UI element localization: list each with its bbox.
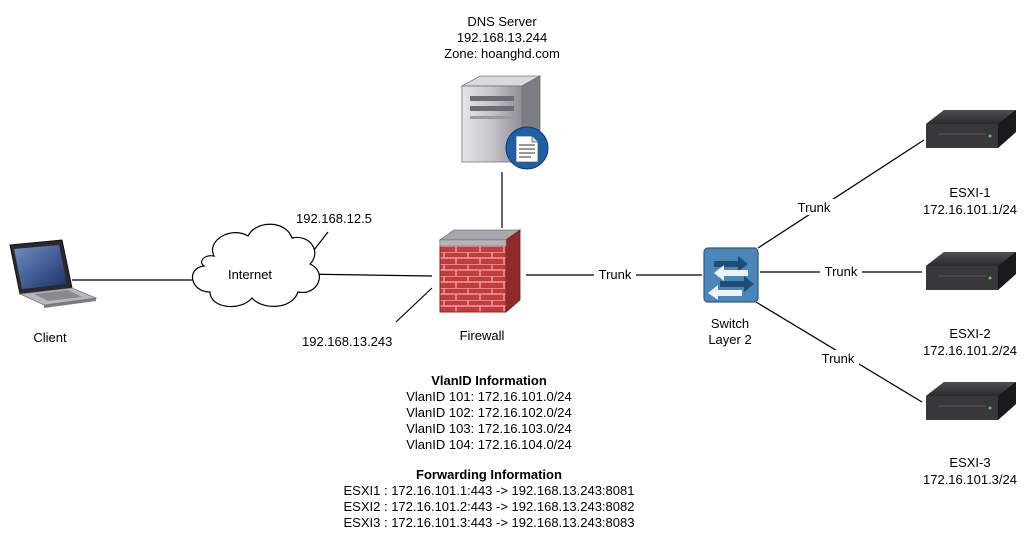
forwarding-info-title: Forwarding Information <box>416 467 562 482</box>
switch-label-line1: Switch <box>711 316 749 331</box>
trunk-label-esxi3: Trunk <box>822 351 855 366</box>
firewall[interactable]: Firewall <box>438 229 522 343</box>
esxi-3-ip: 172.16.101.3/24 <box>923 472 1017 487</box>
esxi-1-name: ESXI-1 <box>949 185 990 200</box>
link-internet-firewall <box>299 273 433 277</box>
forwarding-info-line: ESXI2 : 172.16.101.2:443 -> 192.168.13.2… <box>344 499 635 514</box>
internet-label: Internet <box>228 267 272 282</box>
cloud-icon <box>192 223 320 308</box>
switch-icon <box>703 247 759 303</box>
vlan-info-line: VlanID 104: 172.16.104.0/24 <box>406 437 572 452</box>
dns-server[interactable]: DNS Server 192.168.13.244 Zone: hoanghd.… <box>444 14 560 170</box>
ip-label-lower: 192.168.13.243 <box>302 334 392 349</box>
esxi-1[interactable]: ESXI-1 172.16.101.1/24 <box>923 110 1017 217</box>
forwarding-info-line: ESXI3 : 172.16.101.3:443 -> 192.168.13.2… <box>344 515 635 530</box>
esxi-host-icon <box>926 252 1016 290</box>
dns-server-name: DNS Server <box>467 14 537 29</box>
esxi-1-ip: 172.16.101.1/24 <box>923 202 1017 217</box>
laptop-icon <box>9 239 98 308</box>
vlan-info-title: VlanID Information <box>431 373 547 388</box>
link-switch-esxi1 <box>757 139 925 249</box>
esxi-2[interactable]: ESXI-2 172.16.101.2/24 <box>923 252 1017 358</box>
esxi-2-ip: 172.16.101.2/24 <box>923 343 1017 358</box>
trunk-label-esxi1: Trunk <box>798 200 831 215</box>
client-label: Client <box>33 330 67 345</box>
switch-label-line2: Layer 2 <box>708 332 751 347</box>
esxi-host-icon <box>926 110 1016 148</box>
esxi-3[interactable]: ESXI-3 172.16.101.3/24 <box>923 382 1017 487</box>
esxi-host-icon <box>926 382 1016 420</box>
esxi-2-name: ESXI-2 <box>949 326 990 341</box>
link-ip-lower <box>395 287 433 323</box>
ip-label-upper: 192.168.12.5 <box>296 211 372 226</box>
forwarding-info-line: ESXI1 : 172.16.101.1:443 -> 192.168.13.2… <box>344 483 635 498</box>
trunk-labels: Trunk Trunk Trunk Trunk <box>594 199 862 366</box>
switch[interactable]: Switch Layer 2 <box>703 247 759 347</box>
forwarding-info: Forwarding Information ESXI1 : 172.16.10… <box>344 467 635 530</box>
trunk-label-firewall-switch: Trunk <box>599 267 632 282</box>
vlan-info-line: VlanID 103: 172.16.103.0/24 <box>406 421 572 436</box>
trunk-label-esxi2: Trunk <box>825 264 858 279</box>
firewall-label: Firewall <box>460 328 505 343</box>
internet[interactable]: Internet <box>192 223 320 308</box>
esxi-3-name: ESXI-3 <box>949 455 990 470</box>
dns-server-zone: Zone: hoanghd.com <box>444 46 560 61</box>
client[interactable]: Client <box>9 239 98 345</box>
dns-server-ip: 192.168.13.244 <box>457 30 547 45</box>
vlan-info-line: VlanID 102: 172.16.102.0/24 <box>406 405 572 420</box>
firewall-brick-icon <box>438 229 522 313</box>
vlan-info-line: VlanID 101: 172.16.101.0/24 <box>406 389 572 404</box>
vlan-info: VlanID Information VlanID 101: 172.16.10… <box>406 373 572 452</box>
document-icon <box>505 126 549 170</box>
